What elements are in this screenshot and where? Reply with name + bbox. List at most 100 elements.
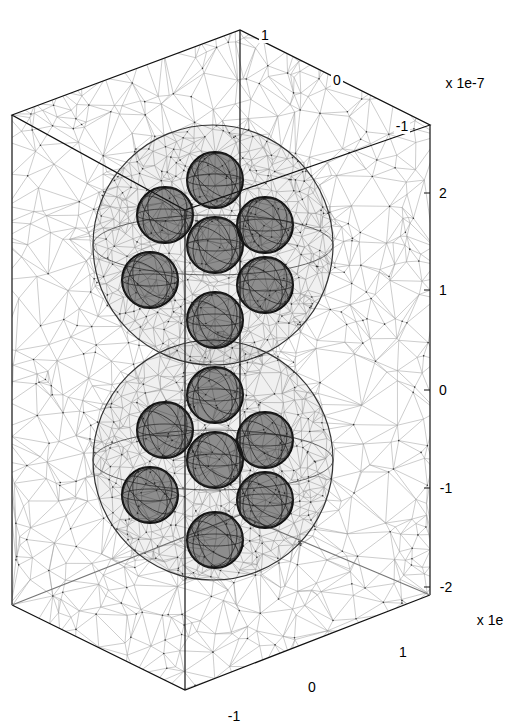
mesh-vertex [138, 344, 140, 346]
mesh-vertex [147, 25, 149, 27]
mesh-vertex [75, 546, 77, 548]
mesh-vertex [361, 98, 363, 100]
mesh-vertex [259, 613, 261, 615]
mesh-vertex [47, 273, 49, 275]
mesh-vertex [166, 667, 168, 669]
mesh-vertex [156, 698, 158, 700]
mesh-vertex [395, 76, 397, 78]
mesh-vertex [202, 68, 204, 70]
mesh-vertex [134, 151, 136, 153]
mesh-vertex [340, 311, 342, 313]
mesh-vertex [33, 359, 35, 361]
mesh-vertex [332, 620, 334, 622]
mesh-vertex [78, 201, 80, 203]
mesh-vertex [93, 278, 95, 280]
mesh-vertex [366, 318, 368, 320]
nanoparticle [177, 283, 252, 357]
mesh-vertex [75, 629, 77, 631]
mesh-vertex [317, 48, 319, 50]
mesh-vertex [427, 445, 429, 447]
mesh-vertex [406, 57, 408, 59]
mesh-lines [1, 20, 440, 708]
mesh-vertex [15, 559, 17, 561]
mesh-vertex [406, 27, 408, 29]
mesh-vertex [388, 133, 390, 135]
mesh-vertex [351, 240, 353, 242]
mesh-vertex [398, 440, 400, 442]
mesh-vertex [27, 175, 29, 177]
mesh-vertex [401, 602, 403, 604]
tick-label: 1 [259, 27, 271, 43]
mesh-vertex [384, 323, 386, 325]
mesh-vertex [300, 544, 302, 546]
mesh-vertex [62, 412, 64, 414]
mesh-vertex [135, 613, 137, 615]
mesh-vertex [383, 602, 385, 604]
mesh-vertex [307, 31, 309, 33]
mesh-vertex [360, 264, 362, 266]
mesh-vertex [83, 353, 85, 355]
mesh-vertex [106, 305, 108, 307]
mesh-vertex [25, 626, 27, 628]
mesh-vertex [369, 697, 371, 699]
mesh-vertex [420, 452, 422, 454]
mesh-vertex [70, 528, 72, 530]
mesh-vertex [370, 298, 372, 300]
mesh-vertex [338, 40, 340, 42]
mesh-vertex [389, 206, 391, 208]
mesh-vertex [239, 610, 241, 612]
mesh-vertex [336, 28, 338, 30]
mesh-vertex [8, 442, 10, 444]
mesh-vertex [329, 309, 331, 311]
mesh-vertex [3, 242, 5, 244]
mesh-vertex [413, 128, 415, 130]
tick-label: -1 [438, 480, 454, 496]
mesh-vertex [366, 291, 368, 293]
mesh-vertex [409, 672, 411, 674]
mesh-vertex [75, 118, 77, 120]
outer-sphere [93, 125, 333, 365]
mesh-vertex [21, 699, 23, 701]
mesh-vertex [130, 637, 132, 639]
mesh-vertex [63, 319, 65, 321]
mesh-vertex [134, 567, 136, 569]
tick-label: 1 [437, 282, 449, 298]
tick-label: 0 [306, 679, 318, 695]
mesh-vertex [366, 131, 368, 133]
mesh-vertex [272, 31, 274, 33]
mesh-vertex [40, 325, 42, 327]
mesh-vertex [95, 344, 97, 346]
mesh-vertex [52, 595, 54, 597]
mesh-vertex [110, 111, 112, 113]
mesh-vertex [30, 113, 32, 115]
mesh-vertex [60, 41, 62, 43]
mesh-vertex [46, 20, 48, 22]
mesh-vertex [154, 136, 156, 138]
mesh-vertex [40, 144, 42, 146]
mesh-vertex [1, 31, 3, 33]
mesh-vertex [162, 614, 164, 616]
mesh-vertex [411, 564, 413, 566]
mesh-vertex [427, 484, 429, 486]
nanoparticle [177, 143, 252, 217]
mesh-vertex [326, 33, 328, 35]
mesh-vertex [293, 361, 295, 363]
mesh-vertex [181, 614, 183, 616]
tick-label: 2 [437, 185, 449, 201]
mesh-vertex [59, 485, 61, 487]
axis-exponent: x 1e-7 [444, 75, 487, 91]
tick-label: 0 [331, 72, 343, 88]
mesh-vertex [121, 602, 123, 604]
mesh-vertex [15, 523, 17, 525]
nanoparticle [177, 503, 252, 577]
mesh-vertex [5, 113, 7, 115]
tick-label: 0 [437, 382, 449, 398]
mesh-vertex [347, 223, 349, 225]
mesh-vertex [295, 153, 297, 155]
mesh-vertex [437, 411, 439, 413]
mesh-vertex [432, 466, 434, 468]
mesh-vertex [129, 678, 131, 680]
mesh-vertex [90, 291, 92, 293]
mesh-vertex [8, 221, 10, 223]
outer-sphere [93, 340, 333, 580]
